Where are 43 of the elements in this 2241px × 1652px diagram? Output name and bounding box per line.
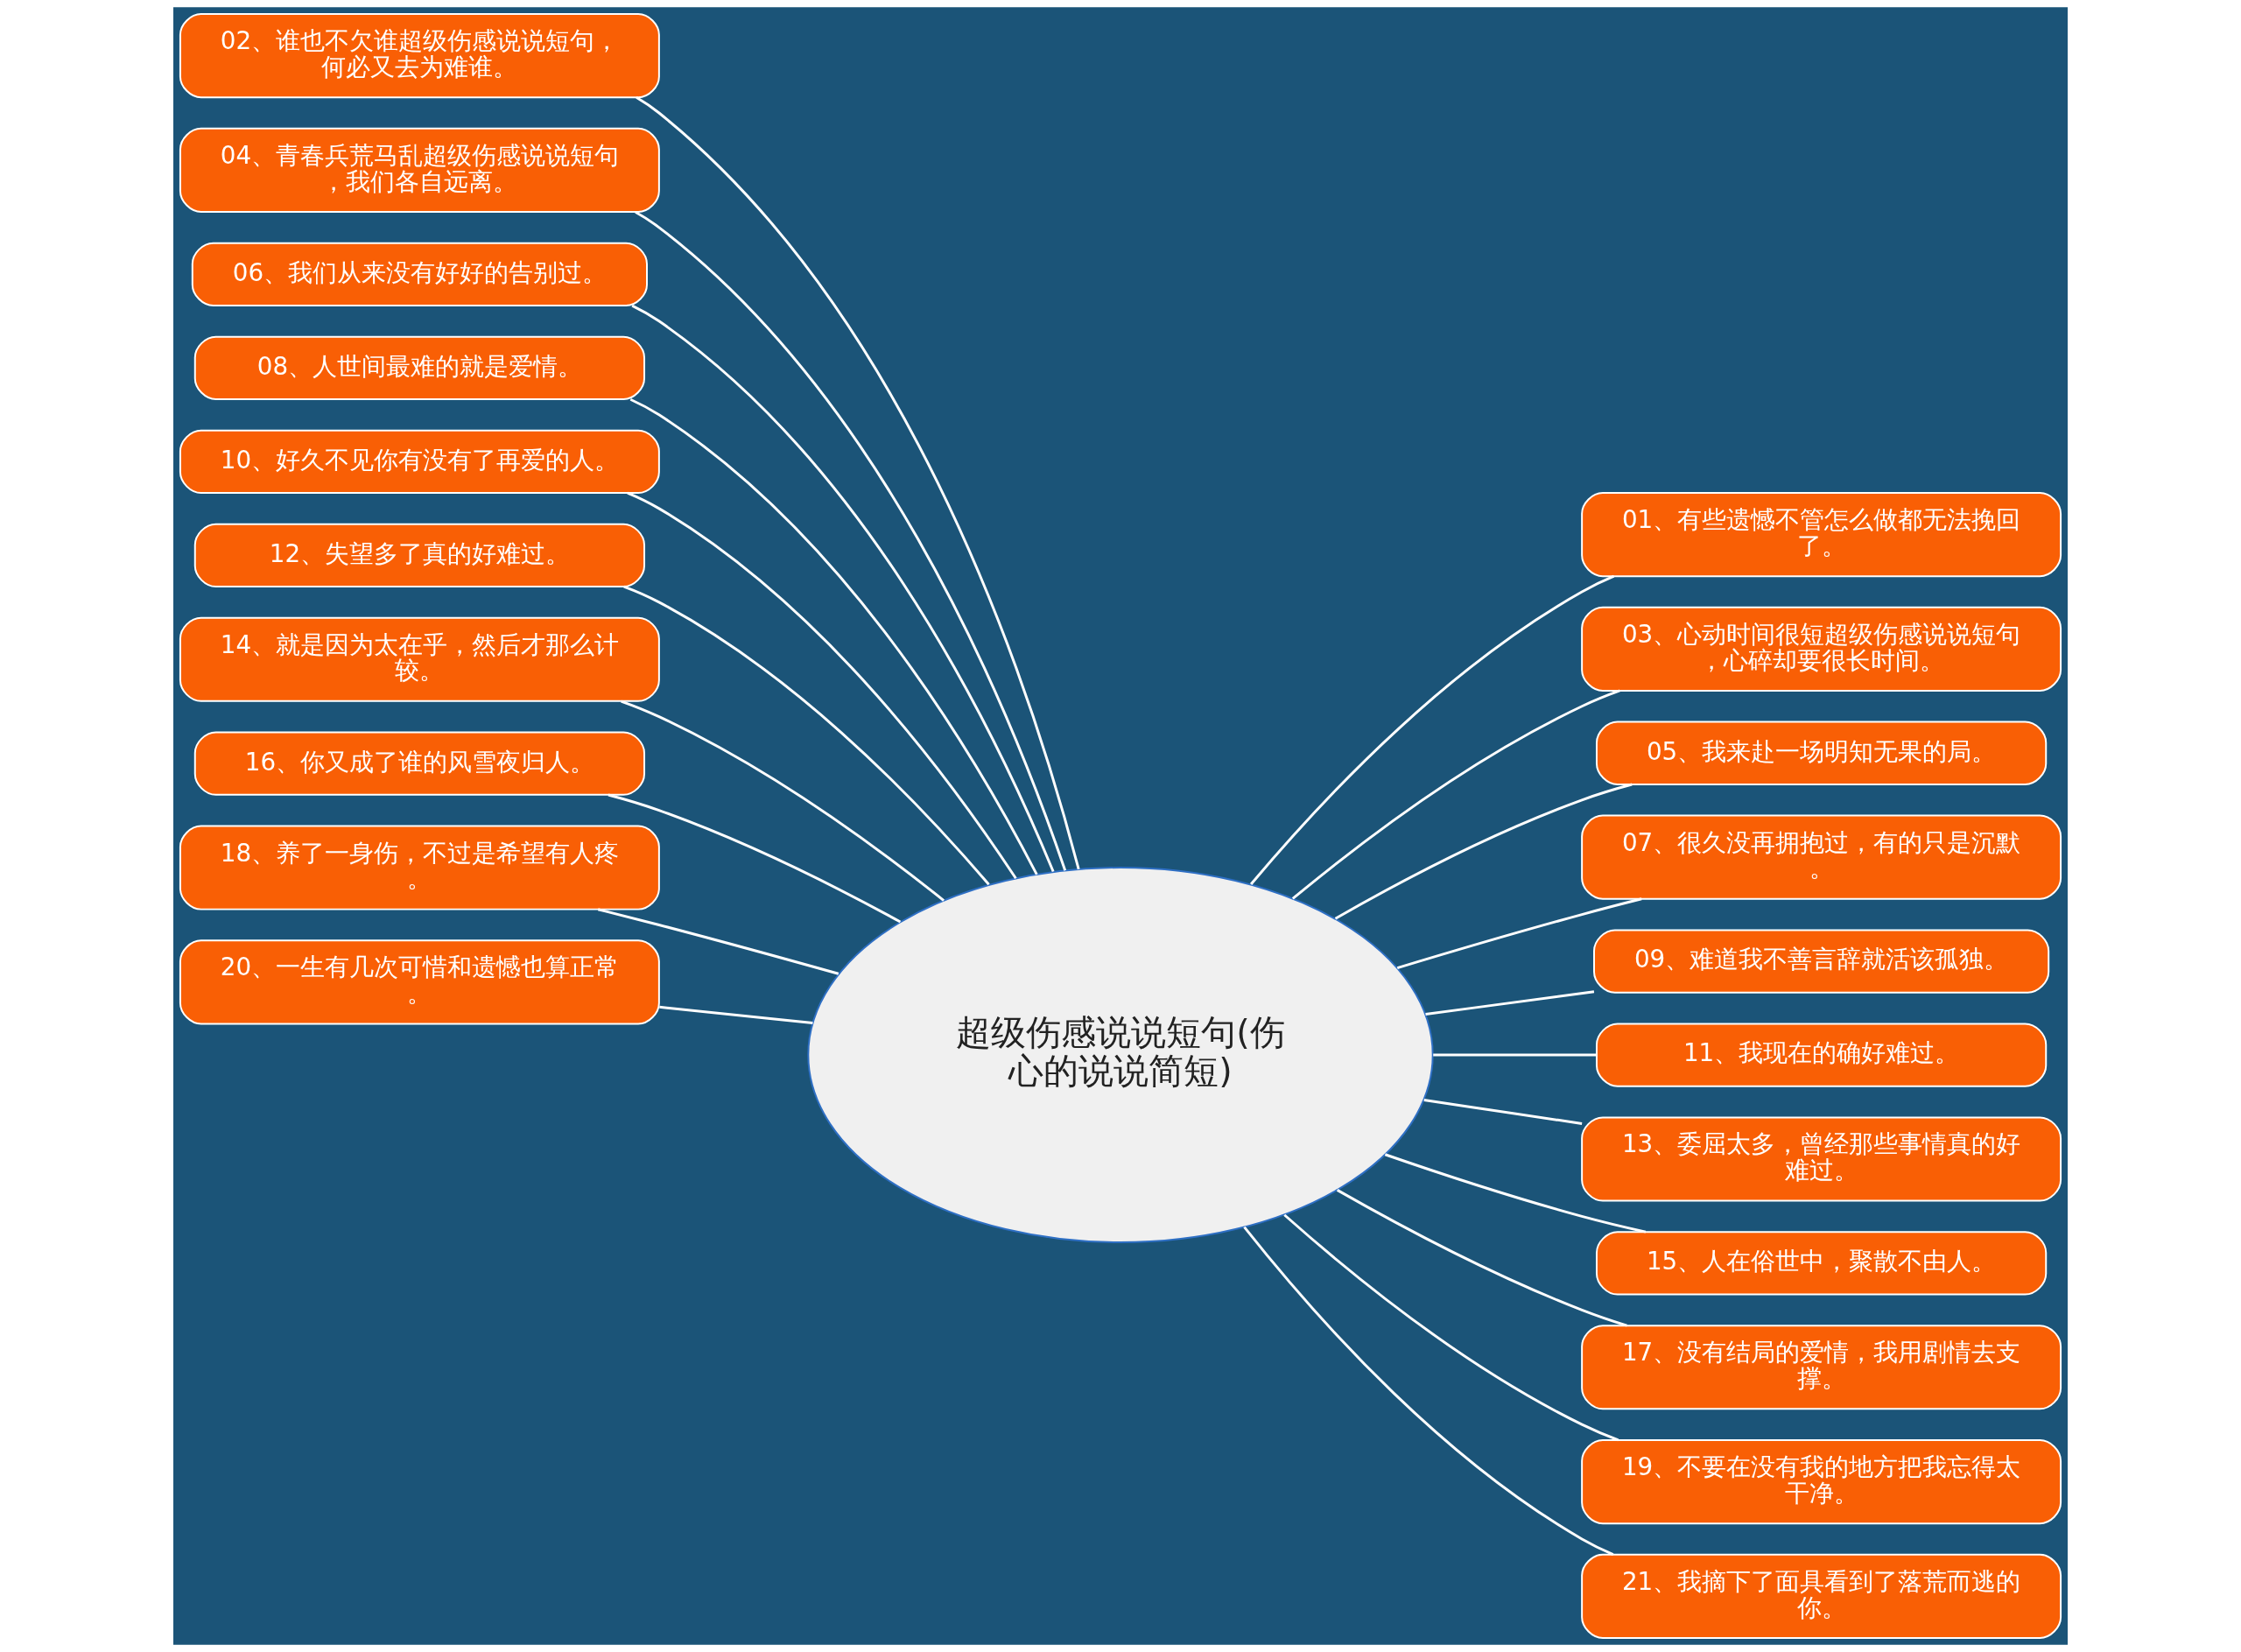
connector <box>1423 1099 1583 1125</box>
node-box: 14、就是因为太在乎，然后才那么计较。 <box>179 616 660 702</box>
connector <box>608 793 902 924</box>
connector <box>1396 897 1642 970</box>
connector <box>635 211 1067 871</box>
node-box: 03、心动时间很短超级伤感说说短句，心碎却要很长时间。 <box>1581 606 2062 692</box>
node-box: 04、青春兵荒马乱超级伤感说说短句，我们各自远离。 <box>179 127 660 213</box>
connector <box>621 699 945 902</box>
connector <box>597 908 839 975</box>
connector <box>1433 1053 1597 1057</box>
node-box: 02、谁也不欠谁超级伤感说说短句，何必又去为难谁。 <box>179 13 660 99</box>
node-box: 17、没有结局的爱情，我用剧情去支撑。 <box>1581 1325 2062 1410</box>
connector <box>623 585 990 886</box>
connector <box>1425 990 1595 1016</box>
node-box: 21、我摘下了面具看到了落荒而逃的你。 <box>1581 1553 2062 1639</box>
node-box: 18、养了一身伤，不过是希望有人疼。 <box>179 825 660 910</box>
node-box: 08、人世间最难的就是爱情。 <box>193 335 645 400</box>
node-box: 05、我来赴一场明知无果的局。 <box>1596 721 2048 785</box>
node-box: 20、一生有几次可惜和遗憾也算正常。 <box>179 939 660 1025</box>
node-box: 12、失望多了真的好难过。 <box>193 523 645 587</box>
node-box: 09、难道我不善言辞就活该孤独。 <box>1593 929 2050 994</box>
node-box: 10、好久不见你有没有了再爱的人。 <box>179 429 660 494</box>
connector <box>1283 1213 1619 1442</box>
connector <box>1243 1226 1614 1557</box>
connector <box>627 491 1017 880</box>
node-box: 16、你又成了谁的风雪夜归人。 <box>193 731 645 796</box>
connector <box>629 397 1038 875</box>
node-box: 19、不要在没有我的地方把我忘得太干净。 <box>1581 1439 2062 1525</box>
node-box: 01、有些遗憾不管怎么做都无法挽回了。 <box>1581 492 2062 578</box>
connector <box>1334 783 1633 920</box>
connector <box>631 304 1055 873</box>
node-box: 15、人在俗世中，聚散不由人。 <box>1596 1231 2048 1296</box>
node-box: 06、我们从来没有好好的告别过。 <box>191 242 648 306</box>
connector <box>1384 1153 1647 1234</box>
node-box: 13、委屈太多，曾经那些事情真的好难过。 <box>1581 1116 2062 1202</box>
connector <box>659 1005 813 1025</box>
node-box: 11、我现在的确好难过。 <box>1596 1023 2048 1087</box>
connector <box>636 96 1080 870</box>
connector <box>1336 1189 1627 1327</box>
connector <box>1291 689 1620 900</box>
connector <box>1249 574 1615 885</box>
node-box: 07、很久没再拥抱过，有的只是沉默。 <box>1581 814 2062 900</box>
node-ellipse: 超级伤感说说短句(伤心的说说简短) <box>807 867 1434 1244</box>
